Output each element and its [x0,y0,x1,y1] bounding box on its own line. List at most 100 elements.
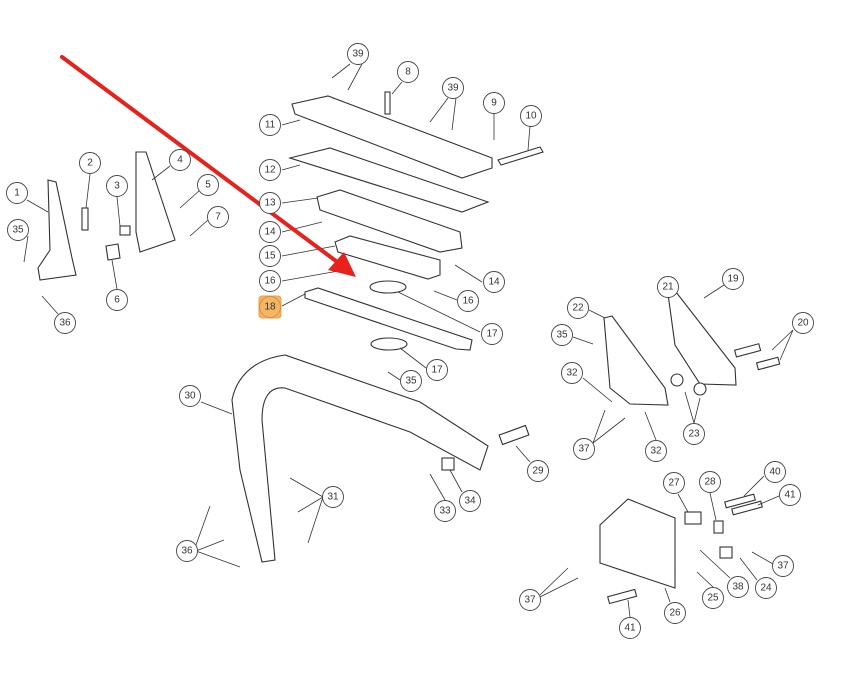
callout-highlighted[interactable]: 18 [258,295,282,319]
svg-text:14: 14 [264,227,276,238]
callout[interactable]: 16 [259,270,281,292]
callout[interactable]: 4 [169,149,191,171]
svg-text:5: 5 [205,180,211,191]
part-23-bushing [670,373,684,387]
callout[interactable]: 36 [54,312,76,334]
svg-text:31: 31 [327,492,339,503]
callout[interactable]: 31 [322,486,344,508]
callout[interactable]: 9 [483,92,505,114]
callout[interactable]: 30 [179,385,201,407]
callout[interactable]: 7 [207,206,229,228]
callout[interactable]: 40 [764,461,786,483]
callout[interactable]: 36 [176,540,198,562]
callout[interactable]: 6 [106,289,128,311]
callout[interactable]: 13 [259,192,281,214]
callout[interactable]: 5 [197,174,219,196]
part-13-plate [316,189,463,253]
callout[interactable]: 14 [483,271,505,293]
part-26-plate [599,498,676,589]
svg-text:37: 37 [524,595,536,606]
svg-text:35: 35 [405,376,417,387]
svg-text:32: 32 [650,446,662,457]
callout[interactable]: 1 [6,182,28,204]
callout[interactable]: 2 [79,152,101,174]
part-29-pin [498,424,530,446]
svg-text:36: 36 [181,546,193,557]
part-28-spacer [713,520,724,534]
svg-text:17: 17 [486,329,498,340]
callout[interactable]: 10 [520,105,542,127]
callout[interactable]: 11 [259,114,281,136]
part-1-bracket [37,179,77,281]
svg-text:19: 19 [727,274,739,285]
callout[interactable]: 23 [683,423,705,445]
svg-text:11: 11 [265,120,276,131]
callout[interactable]: 37 [573,438,595,460]
parts-drawing [37,91,781,605]
svg-text:35: 35 [12,225,24,236]
callout[interactable]: 12 [259,159,281,181]
callout[interactable]: 17 [426,359,448,381]
part-20-bolt-2 [755,356,781,371]
svg-text:15: 15 [264,251,276,262]
part-27-block [684,511,702,525]
callout[interactable]: 39 [347,43,369,65]
callout[interactable]: 22 [567,297,589,319]
callout[interactable]: 8 [397,61,419,83]
callout[interactable]: 35 [400,370,422,392]
callout[interactable]: 16 [457,290,479,312]
svg-text:8: 8 [405,67,411,78]
svg-text:1: 1 [14,188,20,199]
callout[interactable]: 25 [702,587,724,609]
svg-text:13: 13 [264,198,276,209]
callout[interactable]: 14 [259,221,281,243]
callout[interactable]: 41 [619,617,641,639]
part-40-bolt [724,493,756,509]
svg-text:3: 3 [114,181,120,192]
svg-text:4: 4 [177,155,183,166]
callout[interactable]: 34 [459,490,481,512]
callout[interactable]: 28 [699,471,721,493]
part-17-disc-lower [370,337,408,351]
callout[interactable]: 26 [664,602,686,624]
callout[interactable]: 32 [645,440,667,462]
part-8-bolt [384,91,391,115]
svg-text:16: 16 [462,296,474,307]
callout[interactable]: 37 [519,589,541,611]
callout[interactable]: 17 [481,323,503,345]
part-3-spacer [119,225,131,236]
callout[interactable]: 21 [657,276,679,298]
callout[interactable]: 20 [792,312,814,334]
callout[interactable]: 41 [779,484,801,506]
svg-text:17: 17 [431,365,443,376]
part-21-bracket [667,291,737,386]
svg-text:32: 32 [566,368,578,379]
svg-text:24: 24 [760,583,772,594]
svg-text:40: 40 [769,467,781,478]
callout[interactable]: 15 [259,245,281,267]
svg-text:37: 37 [777,561,789,572]
svg-text:33: 33 [439,506,451,517]
callout[interactable]: 32 [561,362,583,384]
callout[interactable]: 29 [527,460,549,482]
svg-text:28: 28 [704,477,716,488]
part-10-pin [497,146,544,166]
callout[interactable]: 19 [722,268,744,290]
callout[interactable]: 39 [442,77,464,99]
svg-text:26: 26 [669,608,681,619]
callout[interactable]: 33 [434,500,456,522]
callout[interactable]: 38 [727,576,749,598]
part-34-nut [441,457,455,471]
svg-text:16: 16 [264,276,276,287]
svg-text:21: 21 [662,282,674,293]
callout[interactable]: 35 [7,219,29,241]
callout[interactable]: 27 [663,472,685,494]
callout[interactable]: 35 [551,324,573,346]
callout[interactable]: 3 [106,175,128,197]
callout[interactable]: 37 [772,555,794,577]
svg-text:14: 14 [488,277,500,288]
callout[interactable]: 24 [755,577,777,599]
svg-text:12: 12 [264,165,276,176]
part-22-bracket [603,315,669,406]
red-pointer-arrow [60,55,356,277]
